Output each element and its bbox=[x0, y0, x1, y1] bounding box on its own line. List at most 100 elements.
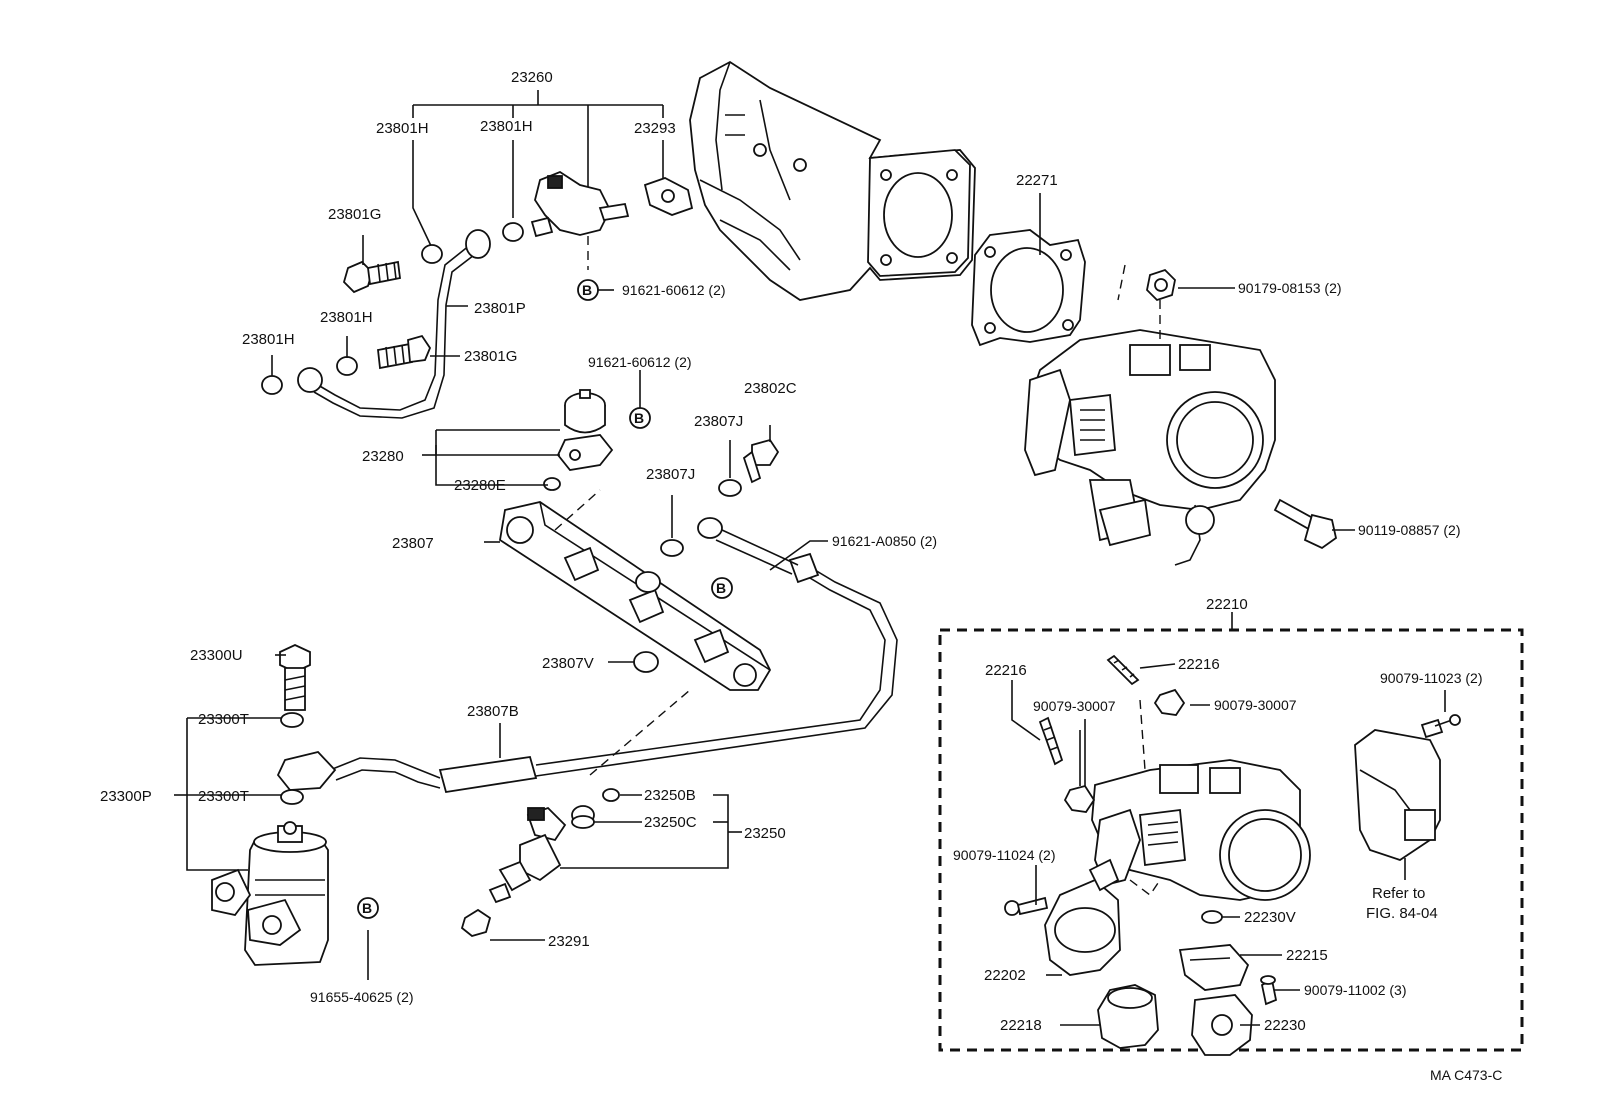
washer-23801H-lower-a bbox=[336, 356, 358, 376]
label-23291: 23291 bbox=[548, 933, 590, 950]
bolt-90119-08857 bbox=[1273, 498, 1338, 550]
screw-22216-left bbox=[1038, 716, 1064, 766]
label-23250C: 23250C bbox=[644, 814, 697, 831]
label-90079-11023: 90079-11023 (2) bbox=[1380, 670, 1482, 686]
label-23300T-a: 23300T bbox=[198, 711, 249, 728]
label-23280: 23280 bbox=[362, 448, 404, 465]
label-23801H-c: 23801H bbox=[320, 309, 373, 326]
insulator-23291 bbox=[460, 908, 492, 937]
nut-90079-30007-left bbox=[1063, 730, 1096, 813]
insulator-23807V bbox=[633, 651, 659, 673]
label-23801P: 23801P bbox=[474, 300, 526, 317]
spacer-23807J-upper bbox=[718, 479, 742, 497]
injector-23250 bbox=[488, 689, 691, 904]
label-90079-30007-b: 90079-30007 bbox=[1214, 697, 1297, 713]
svg-text:B: B bbox=[582, 282, 592, 298]
washer-23801H-lower-b bbox=[261, 375, 283, 395]
svg-text:B: B bbox=[634, 410, 644, 426]
bolt-23802C bbox=[742, 438, 780, 484]
union-bolt-23801G-upper bbox=[342, 260, 401, 294]
washer-23801H-upper-a bbox=[421, 244, 443, 264]
label-23300U: 23300U bbox=[190, 647, 243, 664]
svg-text:B: B bbox=[716, 580, 726, 596]
gasket-22230V bbox=[1201, 910, 1223, 924]
pressure-regulator-23280 bbox=[556, 389, 614, 471]
label-22218: 22218 bbox=[1000, 1017, 1042, 1034]
label-23293: 23293 bbox=[634, 120, 676, 137]
delivery-pipe-23807 bbox=[499, 489, 772, 691]
screw-90079-11023 bbox=[1420, 714, 1461, 739]
grommet-23250B bbox=[602, 788, 620, 802]
label-23802C: 23802C bbox=[744, 380, 797, 397]
screw-90079-11002 bbox=[1260, 975, 1278, 1006]
throttle-position-sensor bbox=[1354, 729, 1441, 861]
throttle-body-lower bbox=[1091, 699, 1311, 901]
label-23250: 23250 bbox=[744, 825, 786, 842]
label-23260: 23260 bbox=[511, 69, 553, 86]
label-22271: 22271 bbox=[1016, 172, 1058, 189]
b-marker-filter: B bbox=[357, 897, 379, 919]
label-23807J-a: 23807J bbox=[694, 413, 743, 430]
vsv-valve bbox=[530, 170, 630, 270]
o-ring-23280E bbox=[543, 477, 561, 491]
fuel-filter-23300P bbox=[211, 821, 329, 966]
label-23807B: 23807B bbox=[467, 703, 519, 720]
label-23801H-a: 23801H bbox=[376, 120, 429, 137]
label-91621-A0850: 91621-A0850 (2) bbox=[832, 533, 937, 549]
label-91655-40625: 91655-40625 (2) bbox=[310, 989, 414, 1005]
label-22216-b: 22216 bbox=[1178, 656, 1220, 673]
label-23280E: 23280E bbox=[454, 477, 506, 494]
label-22230V: 22230V bbox=[1244, 909, 1296, 926]
label-90079-11002: 90079-11002 (3) bbox=[1304, 982, 1406, 998]
washer-23801H-upper-b bbox=[502, 222, 524, 242]
bracket-22215 bbox=[1178, 944, 1250, 991]
svg-text:B: B bbox=[362, 900, 372, 916]
bracket-23260 bbox=[412, 90, 664, 249]
screw-22216-right bbox=[1106, 654, 1140, 686]
throttle-opener-22230 bbox=[1191, 994, 1253, 1056]
intake-manifold bbox=[689, 60, 976, 301]
label-23807: 23807 bbox=[392, 535, 434, 552]
label-91621-60612-a: 91621-60612 (2) bbox=[622, 282, 726, 298]
label-23801H-d: 23801H bbox=[242, 331, 295, 348]
label-90079-11024: 90079-11024 (2) bbox=[953, 847, 1055, 863]
label-23801H-b: 23801H bbox=[480, 118, 533, 135]
label-22215: 22215 bbox=[1286, 947, 1328, 964]
leader-lines bbox=[174, 193, 1446, 1026]
label-22210: 22210 bbox=[1206, 596, 1248, 613]
o-ring-23250C bbox=[571, 805, 595, 829]
figure-code: MA C473-C bbox=[1430, 1067, 1502, 1083]
label-22230: 22230 bbox=[1264, 1017, 1306, 1034]
air-valve-22202 bbox=[1044, 858, 1121, 976]
label-22202: 22202 bbox=[984, 967, 1026, 984]
label-90079-30007-a: 90079-30007 bbox=[1033, 698, 1116, 714]
b-marker-regulator: B bbox=[629, 370, 651, 429]
b-marker-pipe: B bbox=[711, 577, 733, 599]
label-23300T-b: 23300T bbox=[198, 788, 249, 805]
vacuum-pipe-23801P bbox=[297, 229, 491, 419]
label-23250B: 23250B bbox=[644, 787, 696, 804]
union-bolt-23801G-lower bbox=[377, 334, 432, 370]
nut-90079-30007-right bbox=[1153, 688, 1186, 716]
label-23801G-a: 23801G bbox=[328, 206, 381, 223]
b-marker-top: B bbox=[577, 279, 614, 301]
label-22216-a: 22216 bbox=[985, 662, 1027, 679]
label-refer-to: Refer to bbox=[1372, 885, 1425, 902]
cover-22218 bbox=[1097, 984, 1159, 1049]
gasket-23300T-upper bbox=[280, 712, 304, 728]
label-23807V: 23807V bbox=[542, 655, 594, 672]
gasket-23293 bbox=[643, 177, 694, 216]
gasket-23300T-lower bbox=[280, 789, 304, 805]
screw-90079-11024 bbox=[1004, 896, 1049, 916]
label-23807J-b: 23807J bbox=[646, 466, 695, 483]
union-bolt-23300U bbox=[279, 644, 311, 711]
label-23801G-b: 23801G bbox=[464, 348, 517, 365]
nut-90179-08153 bbox=[1117, 264, 1176, 345]
label-fig-84-04: FIG. 84-04 bbox=[1366, 905, 1438, 922]
label-91621-60612-b: 91621-60612 (2) bbox=[588, 354, 692, 370]
label-23300P: 23300P bbox=[100, 788, 152, 805]
spacer-23807J-lower bbox=[660, 539, 684, 557]
fuel-pipe-23807B bbox=[276, 517, 898, 794]
gasket-22271 bbox=[971, 229, 1086, 347]
